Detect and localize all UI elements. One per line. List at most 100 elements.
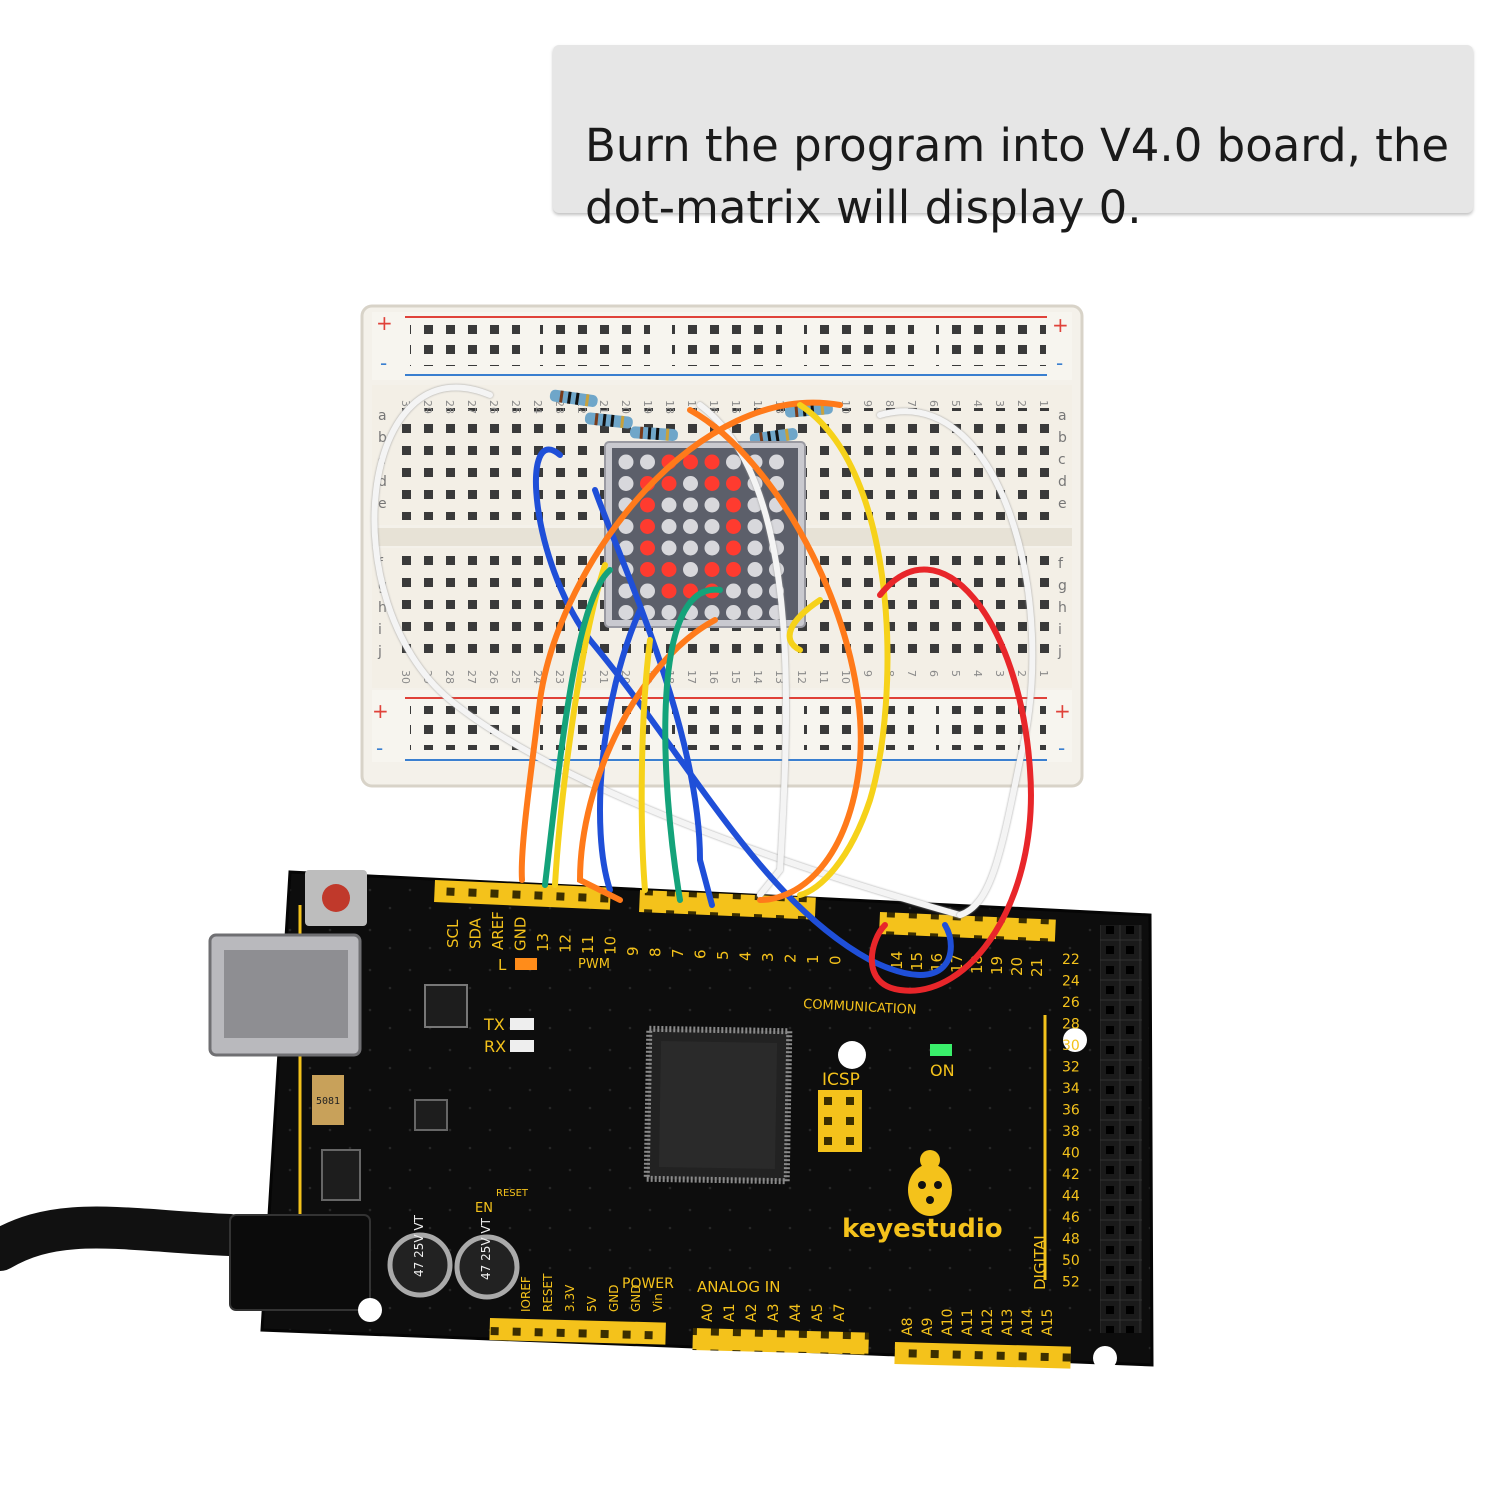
matrix-led-off <box>683 540 698 556</box>
column-number: 2 <box>1015 670 1028 677</box>
pin-label: A2 <box>744 1304 760 1322</box>
wire-yellow <box>786 597 823 653</box>
caption-box: Burn the program into V4.0 board, the do… <box>553 45 1473 234</box>
column-number: 7 <box>905 400 918 407</box>
row-letter: h <box>1058 600 1067 616</box>
digital-label: DIGITAL <box>1031 1231 1049 1290</box>
keyestudio-logo <box>908 1150 952 1216</box>
matrix-led-on <box>683 454 698 470</box>
row-letters-right: a b c d e f g h i j <box>1057 408 1067 660</box>
rail-plus-bottom-left: + <box>372 699 389 723</box>
column-number: 25 <box>509 400 522 414</box>
matrix-led-on <box>704 454 720 470</box>
wire-red <box>868 566 1034 994</box>
matrix-led-on <box>661 476 677 491</box>
matrix-led-on <box>704 562 720 577</box>
pin-label: 15 <box>908 952 926 971</box>
row-letter: f <box>1058 556 1064 572</box>
column-number: 30 <box>399 670 412 684</box>
row-letter: a <box>378 408 387 424</box>
row-letter: j <box>1057 644 1062 660</box>
wire-white <box>371 384 963 918</box>
capacitor-1-label: 47 25V VT <box>412 1214 426 1277</box>
header-top-left <box>434 880 611 910</box>
pin-label: RESET <box>541 1273 555 1312</box>
on-led <box>930 1044 952 1056</box>
column-number: 25 <box>509 670 522 684</box>
matrix-led-off <box>769 454 784 470</box>
pin-label: 50 <box>1062 1253 1080 1269</box>
pin-label: 11 <box>579 935 597 954</box>
pin-label: GND <box>607 1284 621 1312</box>
matrix-led-on <box>704 476 720 491</box>
column-number: 27 <box>465 400 478 414</box>
matrix-led-off <box>747 519 763 534</box>
matrix-led-on <box>726 476 741 491</box>
pin-label: 12 <box>557 934 575 953</box>
matrix-led-off <box>640 583 655 599</box>
matrix-led-off <box>618 454 634 470</box>
row-letter: b <box>1058 430 1067 446</box>
matrix-led-on <box>726 540 741 556</box>
row-letter: i <box>378 622 382 638</box>
pin-label: 5V <box>585 1295 599 1312</box>
column-number: 5 <box>949 670 962 677</box>
pin-label: 7 <box>669 948 687 958</box>
matrix-led-off <box>747 540 763 556</box>
column-number: 27 <box>465 670 478 684</box>
matrix-led-off <box>683 497 698 513</box>
header-analog-a <box>692 1328 869 1355</box>
l-led <box>515 958 537 970</box>
pin-label: 40 <box>1062 1146 1080 1162</box>
pin-label: 44 <box>1062 1189 1080 1205</box>
column-number: 10 <box>839 670 852 684</box>
wire-yellow <box>638 637 653 893</box>
column-number: 8 <box>883 400 896 407</box>
column-number: 12 <box>795 670 808 684</box>
pin-label: 48 <box>1062 1232 1080 1248</box>
usb-chip <box>424 984 468 1028</box>
pin-label: 4 <box>737 951 755 961</box>
caption-line-1: Burn the program into V4.0 board, the <box>585 119 1450 172</box>
communication-label: COMMUNICATION <box>803 997 917 1018</box>
column-number: 23 <box>553 670 566 684</box>
wire-green <box>662 586 723 903</box>
matrix-led-on <box>661 562 677 577</box>
pin-label: 19 <box>988 956 1006 975</box>
brand-label: keyestudio <box>842 1214 1003 1244</box>
column-number: 11 <box>817 670 830 684</box>
pin-label: A5 <box>810 1304 826 1322</box>
pin-label: 10 <box>602 936 620 955</box>
column-number: 5 <box>949 400 962 407</box>
header-power <box>489 1317 666 1345</box>
matrix-led-off <box>661 540 677 556</box>
column-number: 3 <box>993 670 1006 677</box>
pin-label: A8 <box>900 1318 916 1336</box>
column-number: 28 <box>443 670 456 684</box>
pin-label: A9 <box>920 1318 936 1336</box>
column-number: 2 <box>1015 400 1028 407</box>
matrix-led-off <box>618 605 634 620</box>
header-digital-right <box>1100 925 1142 1333</box>
pin-label: GND <box>629 1284 643 1312</box>
pin-label: A10 <box>940 1309 956 1336</box>
header-top-comm <box>879 912 1056 942</box>
column-number: 1 <box>1037 670 1050 677</box>
rx-led <box>510 1040 534 1052</box>
pin-label: Vin <box>651 1293 665 1312</box>
pin-label: AREF <box>489 911 507 950</box>
pin-label: 0 <box>827 955 845 965</box>
column-number: 4 <box>971 400 984 407</box>
pin-label: SDA <box>467 917 485 949</box>
pin-label: 20 <box>1008 957 1026 976</box>
wire-yellow <box>797 402 891 898</box>
column-number: 24 <box>531 400 544 414</box>
matrix-led-off <box>661 605 677 620</box>
analog-label: ANALOG IN <box>697 1278 780 1296</box>
rail-plus-bottom-right: + <box>1054 699 1071 723</box>
matrix-led-on <box>640 519 655 534</box>
rx-label: RX <box>484 1037 506 1056</box>
